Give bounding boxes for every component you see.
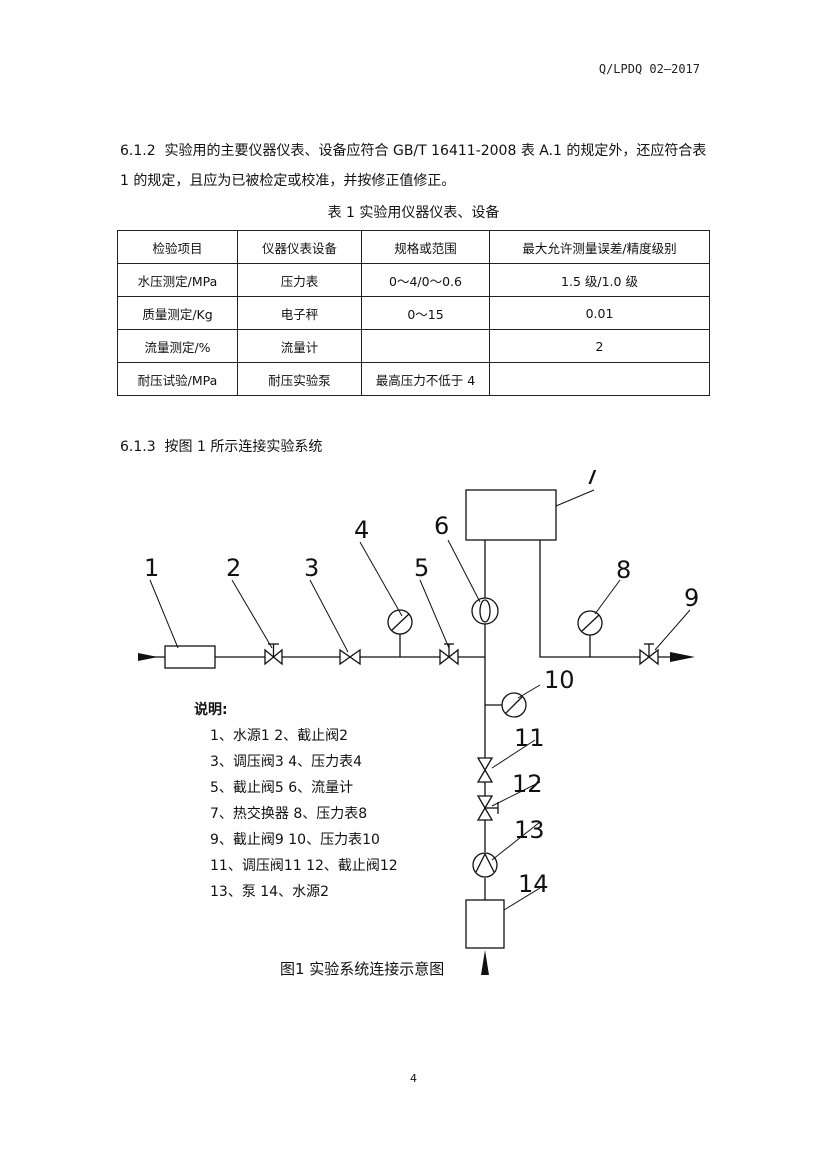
table-row: 耐压试验/MPa 耐压实验泵 最高压力不低于 4 (117, 362, 710, 396)
table-cell: 水压测定/MPa (117, 263, 238, 297)
callout-2: 2 (226, 554, 241, 582)
pressure-gauge-10 (501, 692, 527, 718)
callout-8: 8 (616, 556, 631, 584)
callout-11: 11 (514, 724, 545, 752)
table-header-row: 检验项目 仪器仪表设备 规格或范围 最大允许测量误差/精度级别 (117, 230, 710, 264)
callout-10: 10 (544, 666, 575, 694)
instrument-table: 检验项目 仪器仪表设备 规格或范围 最大允许测量误差/精度级别 水压测定/MPa… (117, 230, 710, 396)
pressure-gauge-8 (577, 610, 603, 636)
legend-line: 11、调压阀11 12、截止阀12 (210, 858, 398, 874)
table-cell: 流量计 (237, 329, 362, 363)
document-code: Q/LPDQ 02—2017 (598, 62, 700, 76)
table-cell: 流量测定/% (117, 329, 238, 363)
table-caption: 表 1 实验用仪器仪表、设备 (327, 205, 500, 221)
figure-caption: 图1 实验系统连接示意图 (280, 960, 444, 978)
regulating-valve-3 (339, 648, 361, 666)
section-text: 按图 1 所示连接实验系统 (164, 439, 323, 455)
callout-14: 14 (518, 870, 549, 898)
section-text: 实验用的主要仪器仪表、设备应符合 GB/T 16411-2008 表 A.1 的… (120, 143, 707, 189)
section-6-1-3: 6.1.3 按图 1 所示连接实验系统 (120, 432, 710, 462)
table-cell: 耐压实验泵 (237, 362, 362, 396)
section-number: 6.1.2 (120, 143, 156, 159)
table-cell: 电子秤 (237, 296, 362, 330)
legend-line: 9、截止阀9 10、压力表10 (210, 832, 380, 848)
stop-valve-5 (439, 643, 459, 666)
section-number: 6.1.3 (120, 439, 156, 455)
stop-valve-2 (264, 643, 283, 666)
bottom-inlet-arrow (481, 950, 489, 975)
system-connection-diagram: 1 2 3 4 5 6 7 8 9 10 11 12 13 14 说明: 1、水… (138, 470, 699, 978)
legend-line: 1、水源1 2、截止阀2 (210, 728, 348, 744)
branch-pipe (539, 540, 670, 658)
callout-13: 13 (514, 816, 545, 844)
table-cell: 1.5 级/1.0 级 (489, 263, 710, 297)
pressure-gauge-4 (387, 609, 413, 635)
callout-12: 12 (512, 770, 543, 798)
table-cell: 压力表 (237, 263, 362, 297)
legend-title: 说明: (194, 701, 228, 718)
callout-leaders (149, 489, 691, 911)
legend-line: 5、截止阀5 6、流量计 (210, 780, 353, 796)
callout-6: 6 (434, 512, 449, 540)
section-6-1-2: 6.1.2 实验用的主要仪器仪表、设备应符合 GB/T 16411-2008 表… (120, 136, 710, 196)
callout-5: 5 (414, 554, 429, 582)
table-cell: 2 (489, 329, 710, 363)
table-header-cell: 检验项目 (117, 230, 238, 264)
table-header-cell: 仪器仪表设备 (237, 230, 362, 264)
table-cell: 质量测定/Kg (117, 296, 238, 330)
table-cell (489, 362, 710, 396)
table-cell: 0.01 (489, 296, 710, 330)
pump-13 (472, 852, 498, 878)
heat-exchanger-7 (465, 489, 557, 541)
stop-valve-9 (639, 643, 659, 666)
table-row: 流量测定/% 流量计 2 (117, 329, 710, 363)
stop-valve-12 (476, 795, 499, 821)
table-cell: 耐压试验/MPa (117, 362, 238, 396)
table-row: 水压测定/MPa 压力表 0～4/0～0.6 1.5 级/1.0 级 (117, 263, 710, 297)
table-cell: 0～4/0～0.6 (361, 263, 490, 297)
callout-3: 3 (304, 554, 319, 582)
table-header-cell: 最大允许测量误差/精度级别 (489, 230, 710, 264)
inlet-arrow (138, 653, 158, 661)
table-header-cell: 规格或范围 (361, 230, 490, 264)
table-cell: 0～15 (361, 296, 490, 330)
legend-line: 3、调压阀3 4、压力表4 (210, 754, 362, 770)
water-source-1 (164, 645, 216, 669)
flowmeter-6 (471, 597, 499, 625)
table-cell (361, 329, 490, 363)
page-number: 4 (410, 1072, 417, 1085)
table-cell: 最高压力不低于 4 (361, 362, 490, 396)
legend-line: 7、热交换器 8、压力表8 (210, 805, 367, 822)
callout-1: 1 (144, 554, 159, 582)
table-row: 质量测定/Kg 电子秤 0～15 0.01 (117, 296, 710, 330)
callout-4: 4 (354, 516, 369, 544)
water-source-2 (465, 899, 505, 949)
regulating-valve-11 (476, 757, 494, 783)
legend-line: 13、泵 14、水源2 (210, 884, 329, 900)
outlet-arrow (670, 652, 695, 662)
callout-7: 7 (584, 470, 599, 490)
callout-9: 9 (684, 584, 699, 612)
